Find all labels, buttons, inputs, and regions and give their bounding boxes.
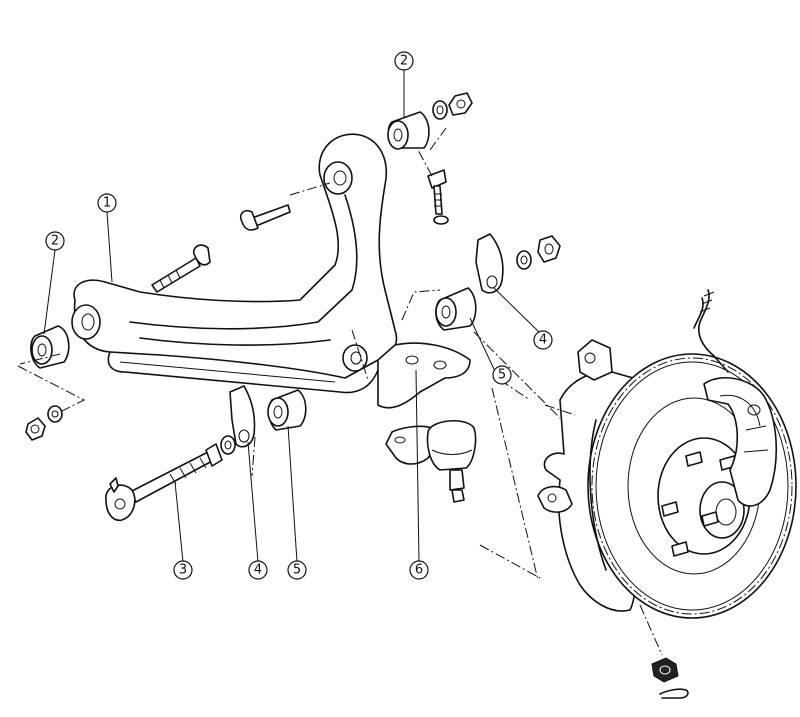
callout-tie-rod: 3 [173, 560, 193, 580]
callout-ball-joint: 6 [409, 560, 429, 580]
upper-control-arm [71, 133, 471, 409]
callout-label: 1 [103, 196, 111, 211]
callout-label: 5 [498, 368, 506, 383]
callout-label: 5 [293, 563, 301, 578]
callout-lower-bushing: 5 [287, 560, 307, 580]
cotter-pin [659, 688, 689, 699]
ball-joint-assembly [385, 420, 477, 503]
callout-1-upper-right-bushing: 2 [394, 51, 414, 71]
callout-right-bracket: 4 [533, 330, 553, 350]
callout-label: 4 [254, 563, 262, 578]
callout-right-bushing: 5 [492, 365, 512, 385]
callout-left-bushing: 2 [45, 231, 65, 251]
knuckle-rotor-assembly [537, 289, 797, 619]
callout-upper-arm: 1 [97, 193, 117, 213]
callout-lower-bracket: 4 [248, 560, 268, 580]
right-bracket-assembly [475, 233, 561, 294]
lower-bushing-part [267, 389, 307, 431]
tie-rod-assembly [105, 435, 236, 522]
callout-label: 6 [415, 563, 423, 578]
castle-nut [651, 657, 679, 683]
lower-bracket-part [229, 385, 256, 448]
right-bushing-part [435, 287, 477, 331]
long-bolt [151, 244, 211, 293]
callout-label: 2 [400, 54, 408, 69]
upper-bolt [239, 204, 291, 231]
left-bushing-assembly [25, 325, 70, 441]
callout-label: 3 [179, 563, 187, 578]
upper-right-bushing-assembly [387, 92, 473, 150]
callout-leaders [43, 70, 540, 563]
callout-label: 4 [539, 333, 547, 348]
callout-label: 2 [51, 234, 59, 249]
vertical-bolt [427, 169, 449, 225]
